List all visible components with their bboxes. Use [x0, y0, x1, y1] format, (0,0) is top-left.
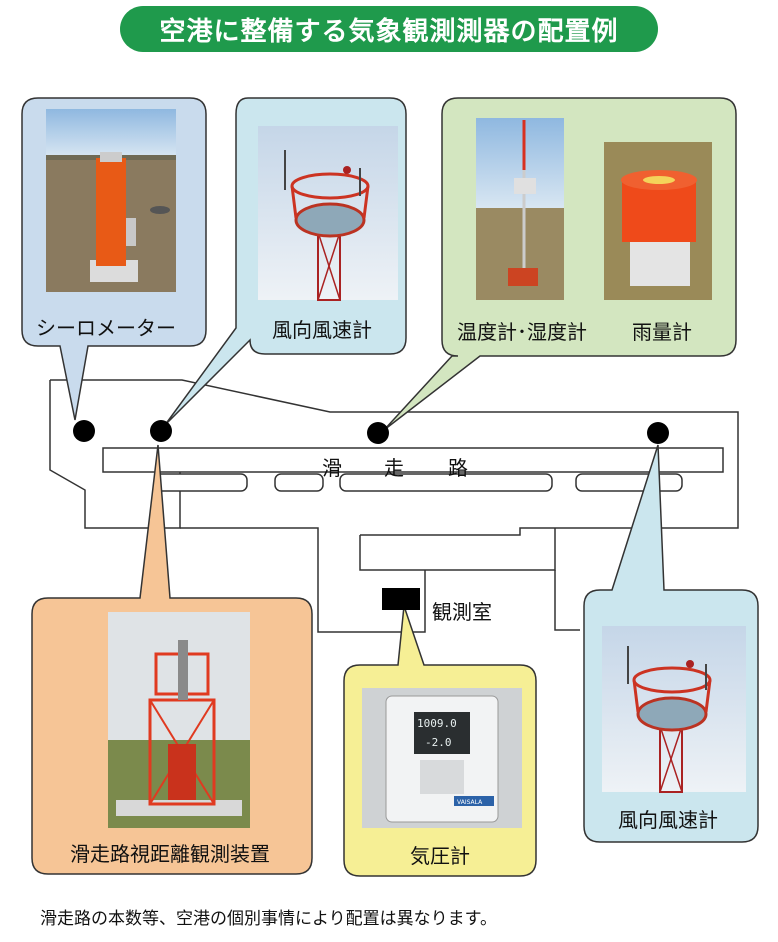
- thermo-hygro-photo: [476, 118, 564, 300]
- callout-barometer: 1009.0 -2.0 VAISALA: [343, 605, 537, 877]
- runway-label-3: 路: [448, 456, 468, 480]
- diagram-title: 空港に整備する気象観測測器の配置例: [120, 6, 658, 52]
- taxiway-exits: [154, 473, 683, 492]
- callout-ceilometer: [21, 97, 207, 421]
- ceilometer-photo: [46, 109, 176, 292]
- marker-wind-right: [647, 422, 669, 444]
- rain-gauge-photo: [604, 142, 712, 300]
- wind-right-photo: [602, 626, 746, 793]
- barometer-brand: VAISALA: [457, 799, 483, 806]
- callout-wind-left: [164, 97, 407, 426]
- barometer-photo: [362, 688, 522, 828]
- callout-rvr: [31, 444, 313, 875]
- label-observatory: 観測室: [432, 600, 492, 624]
- runway: [102, 447, 724, 473]
- label-wind-left: 風向風速計: [272, 318, 372, 342]
- label-thermo-hygro: 温度計･湿度計: [457, 320, 587, 344]
- marker-thermo-rain: [367, 422, 389, 444]
- footer-note: 滑走路の本数等、空港の個別事情により配置は異なります。: [40, 909, 497, 929]
- label-ceilometer: シーロメーター: [36, 316, 176, 340]
- callout-wind-right: [583, 444, 759, 843]
- label-wind-right: 風向風速計: [618, 808, 718, 832]
- wind-left-photo: [258, 126, 398, 301]
- marker-wind-left: [150, 420, 172, 442]
- runway-label-1: 滑: [322, 456, 342, 480]
- label-rain-gauge: 雨量計: [632, 320, 692, 344]
- marker-ceilometer: [73, 420, 95, 442]
- label-barometer: 気圧計: [410, 844, 470, 868]
- barometer-display-1: 1009.0: [417, 717, 457, 730]
- barometer-display-2: -2.0: [425, 736, 452, 749]
- rvr-photo: [108, 612, 250, 828]
- label-rvr: 滑走路視距離観測装置: [70, 842, 270, 866]
- callout-thermo-rain: [383, 97, 737, 431]
- runway-label-2: 走: [384, 456, 404, 480]
- observatory-marker: [382, 588, 420, 610]
